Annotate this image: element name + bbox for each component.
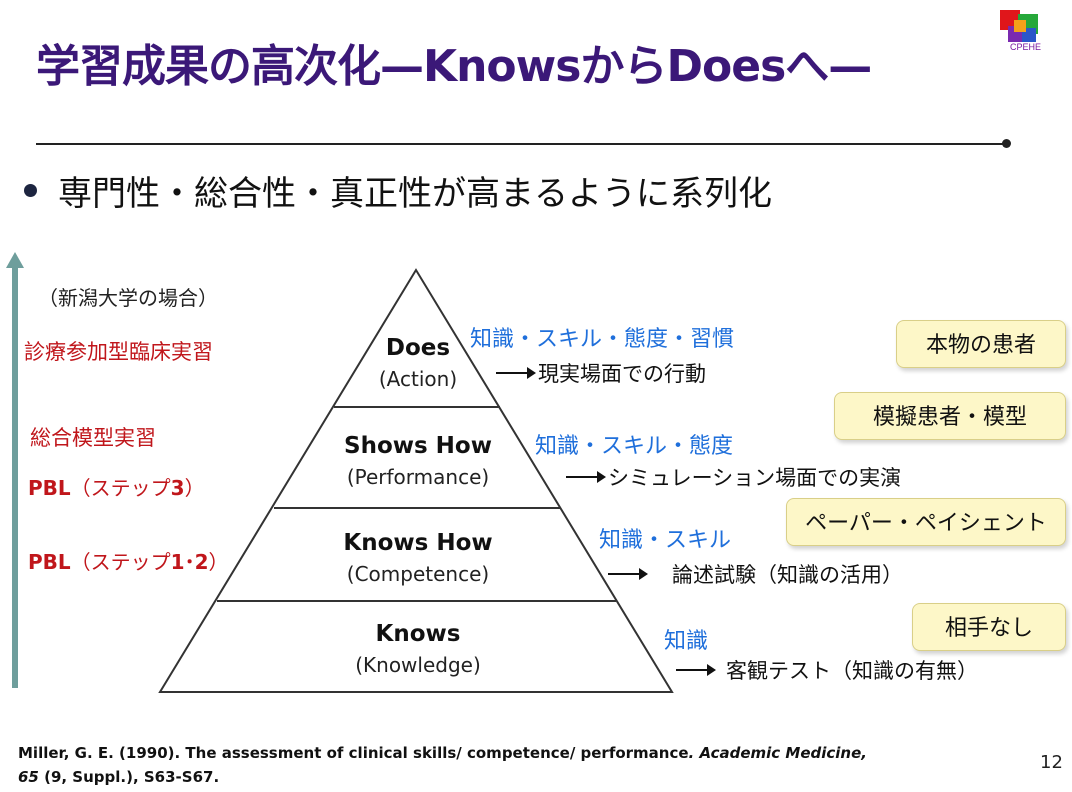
citation-line-1: Miller, G. E. (1990). The assessment of …: [18, 741, 867, 765]
left-item-clinical-clerkship: 診療参加型臨床実習: [24, 340, 213, 364]
box-paper-patient: ペーパー・ペイシェント: [786, 498, 1066, 546]
bullet-text: 専門性・総合性・真正性が高まるように系列化: [58, 174, 772, 214]
title-rule: [36, 143, 1006, 145]
citation-journal: . Academic Medicine,: [688, 744, 867, 762]
result-knows-text: 客観テスト（知識の有無）: [726, 659, 978, 683]
pbl-step-prefix: （ステップ: [70, 476, 171, 500]
citation: Miller, G. E. (1990). The assessment of …: [18, 741, 867, 789]
pbl-label: PBL: [28, 550, 71, 574]
pbl-step-number: 1･2: [170, 550, 209, 574]
box-real-patient: 本物の患者: [896, 320, 1066, 368]
citation-volume: 65: [18, 768, 39, 786]
pbl-label: PBL: [28, 476, 71, 500]
page-number: 12: [1040, 752, 1063, 773]
slide-title: 学習成果の高次化—KnowsからDoesへ—: [36, 41, 872, 92]
left-item-pbl-step12: PBL（ステップ1･2）: [28, 546, 229, 575]
tier-does-sub: (Action): [378, 367, 458, 391]
citation-text: Miller, G. E. (1990). The assessment of …: [18, 744, 689, 762]
skill-does: 知識・スキル・態度・習慣: [470, 327, 735, 352]
bullet-dot: [24, 184, 37, 197]
pyramid-outline: [158, 268, 674, 693]
tier-knows-name: Knows: [375, 621, 461, 647]
arrow-right-icon: [608, 568, 648, 580]
arrow-right-icon: [496, 367, 536, 379]
title-rule-dot: [1002, 139, 1011, 148]
tier-does-name: Does: [385, 335, 451, 361]
left-item-pbl-step3: PBL（ステップ3）: [28, 472, 205, 501]
skill-showshow: 知識・スキル・態度: [535, 434, 734, 459]
cpehe-logo: [1000, 10, 1056, 62]
box-simulated-patient: 模擬患者・模型: [834, 392, 1066, 440]
result-showshow-text: シミュレーション場面での実演: [608, 466, 902, 490]
left-item-model-practice: 総合模型実習: [30, 426, 156, 450]
tier-showshow-sub: (Performance): [346, 465, 490, 489]
result-does-text: 現実場面での行動: [538, 362, 706, 386]
result-does: 現実場面での行動: [496, 358, 706, 388]
tier-knowshow-sub: (Competence): [346, 562, 490, 586]
arrow-right-icon: [566, 471, 606, 483]
result-knowshow: 論述試験（知識の活用）: [608, 559, 903, 589]
tier-knowshow-name: Knows How: [343, 530, 493, 556]
citation-line-2: 65 (9, Suppl.), S63-S67.: [18, 765, 867, 789]
result-showshow: シミュレーション場面での実演: [566, 462, 901, 492]
pbl-step-suffix: ）: [184, 476, 205, 500]
arrow-right-icon: [676, 664, 716, 676]
pbl-step-prefix: （ステップ: [70, 550, 171, 574]
skill-knows: 知識: [664, 629, 709, 654]
tier-knows-sub: (Knowledge): [355, 653, 481, 677]
result-knows: 客観テスト（知識の有無）: [676, 655, 978, 685]
pbl-step-suffix: ）: [208, 550, 229, 574]
tier-showshow-name: Shows How: [344, 433, 492, 459]
box-no-partner: 相手なし: [912, 603, 1066, 651]
logo-text: CPEHE: [1010, 42, 1042, 52]
citation-pages: (9, Suppl.), S63-S67.: [38, 768, 220, 786]
pbl-step-number: 3: [170, 476, 185, 500]
result-knowshow-text: 論述試験（知識の活用）: [672, 563, 903, 587]
skill-knowshow: 知識・スキル: [599, 528, 732, 553]
progression-arrow: [6, 252, 24, 688]
case-label: （新潟大学の場合）: [38, 286, 218, 310]
